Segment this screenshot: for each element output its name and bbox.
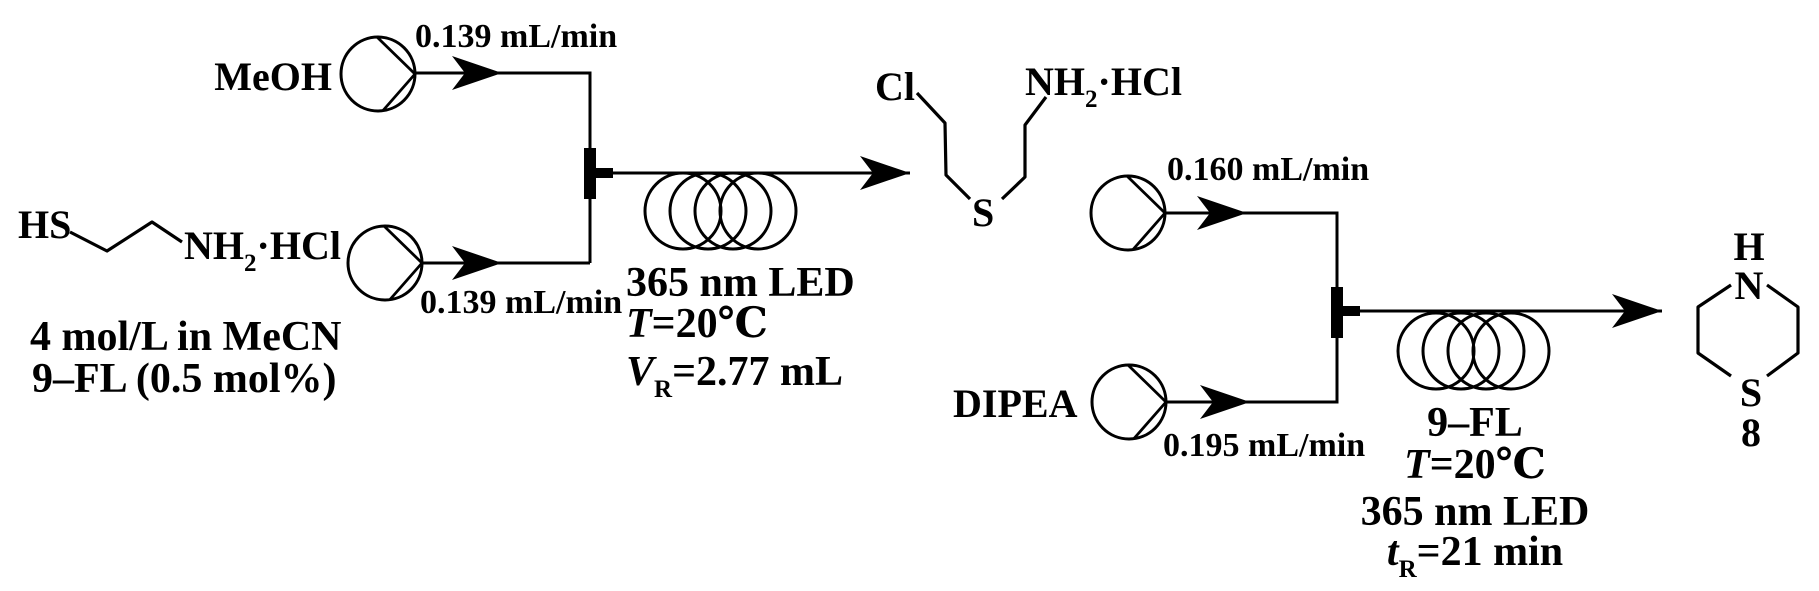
- compound-number-label: 8: [1741, 410, 1761, 455]
- flow-arrow-icon: [452, 246, 502, 280]
- bond-lines: [69, 220, 183, 253]
- reactor2-catalyst-label: 9–FL: [1427, 400, 1523, 446]
- pump2-cysteamine-icon: [346, 224, 424, 302]
- nh-hydrogen-label: H: [1733, 224, 1764, 269]
- feed-concentration-note: 4 mol/L in MeCN: [30, 314, 342, 360]
- pump1-meoh-icon: [339, 35, 417, 113]
- reactor1-led-label: 365 nm LED: [626, 260, 855, 306]
- bond-lines: [915, 91, 972, 201]
- amine-salt-label: NH2·HCl: [1025, 59, 1182, 113]
- flow-arrow-icon: [452, 56, 502, 90]
- reactor1-temp-label: T=20℃: [626, 301, 768, 347]
- flow-rate-label-cysteamine: 0.139 mL/min: [420, 284, 622, 321]
- pump3-intermediate-icon: [1089, 174, 1167, 252]
- coil-reactor1-icon: [643, 171, 798, 251]
- output-arrow-icon: [1612, 294, 1662, 328]
- feed-line-dipea: [1166, 336, 1339, 404]
- product-structure: H N S 8: [1696, 224, 1800, 455]
- feed-catalyst-note: 9–FL (0.5 mol%): [32, 356, 336, 402]
- reactor1-volume-label: VR=2.77 mL: [626, 349, 843, 403]
- bond-lines: [1000, 96, 1048, 201]
- reactor2-temp-label: T=20℃: [1404, 442, 1546, 488]
- feed-line-intermediate: [1165, 211, 1339, 290]
- intermediate-structure: Cl S NH2·HCl: [875, 59, 1182, 235]
- feed-line-meoh: [415, 71, 592, 263]
- flow-rate-label-dipea: 0.195 mL/min: [1163, 427, 1365, 464]
- chloro-label: Cl: [875, 64, 915, 109]
- meoh-feed-label: MeOH: [214, 54, 332, 99]
- flow-arrow-icon: [1200, 385, 1250, 419]
- reactor2-residence-time-label: tR=21 min: [1387, 529, 1563, 583]
- thiol-label: HS: [18, 202, 71, 247]
- dipea-feed-label: DIPEA: [953, 381, 1078, 426]
- sulfur-label: S: [972, 190, 994, 235]
- sulfur-label: S: [1740, 370, 1762, 415]
- coil-reactor2-icon: [1396, 311, 1551, 391]
- flow-arrow-icon: [1197, 196, 1247, 230]
- flow-rate-label-meoh: 0.139 mL/min: [415, 18, 617, 55]
- cysteamine-structure: HS NH2·HCl: [18, 202, 341, 277]
- reactor2-led-label: 365 nm LED: [1361, 489, 1590, 535]
- flow-rate-label-intermediate: 0.160 mL/min: [1167, 151, 1369, 188]
- amine-salt-label: NH2·HCl: [184, 223, 341, 277]
- nitrogen-label: N: [1735, 263, 1764, 308]
- output-arrow-icon: [860, 156, 910, 190]
- reactor1-conditions: 365 nm LED T=20℃ VR=2.77 mL: [626, 260, 855, 403]
- reactor2-conditions: 9–FL T=20℃ 365 nm LED tR=21 min: [1361, 400, 1590, 583]
- ring-bond-lines: [1766, 283, 1800, 378]
- ring-bond-lines: [1696, 283, 1732, 378]
- pump4-dipea-icon: [1090, 363, 1168, 441]
